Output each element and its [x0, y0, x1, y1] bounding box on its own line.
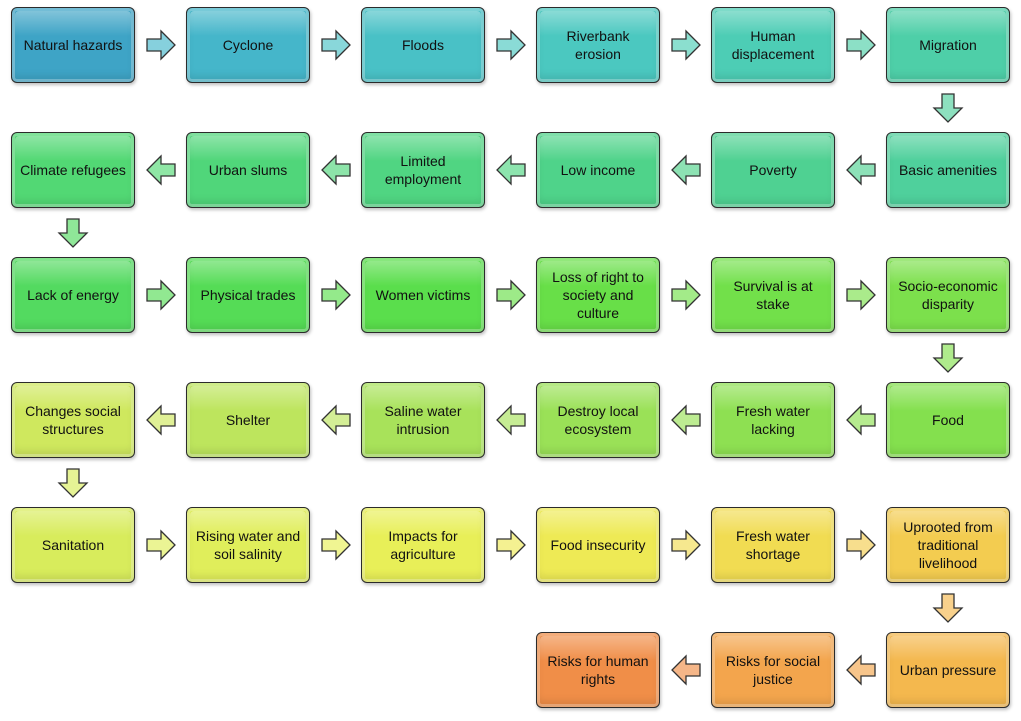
node-label: Urban pressure — [899, 662, 997, 678]
node-food: Food — [886, 382, 1010, 458]
flow-arrow — [145, 154, 176, 186]
node-label: Food insecurity — [550, 537, 646, 553]
node-label: Fresh water shortage — [736, 528, 810, 562]
flow-arrow — [320, 29, 351, 61]
node-climate-refugees: Climate refugees — [11, 132, 135, 208]
flow-arrow — [932, 342, 964, 373]
node-label: Socio-economic disparity — [898, 278, 998, 312]
node-migration: Migration — [886, 7, 1010, 83]
node-fresh-water-shortage: Fresh water shortage — [711, 507, 835, 583]
flow-arrow — [495, 279, 526, 311]
node-impacts-for-agriculture: Impacts for agriculture — [361, 507, 485, 583]
flow-arrow — [495, 404, 526, 436]
node-label: Changes social structures — [25, 403, 121, 437]
flow-arrow — [495, 29, 526, 61]
flow-arrow — [57, 217, 89, 248]
node-label: Food — [932, 412, 964, 428]
node-food-insecurity: Food insecurity — [536, 507, 660, 583]
flow-arrow — [670, 154, 701, 186]
flow-arrow — [320, 529, 351, 561]
node-label: Riverbank erosion — [566, 28, 630, 62]
flow-arrow — [145, 404, 176, 436]
flow-arrow — [495, 529, 526, 561]
node-physical-trades: Physical trades — [186, 257, 310, 333]
flow-arrow — [320, 154, 351, 186]
node-label: Poverty — [749, 162, 797, 178]
node-human-displacement: Human displacement — [711, 7, 835, 83]
node-lack-of-energy: Lack of energy — [11, 257, 135, 333]
flow-arrow — [320, 279, 351, 311]
node-fresh-water-lacking: Fresh water lacking — [711, 382, 835, 458]
flow-arrow — [932, 92, 964, 123]
node-label: Basic amenities — [898, 162, 998, 178]
node-loss-of-right: Loss of right to society and culture — [536, 257, 660, 333]
node-women-victims: Women victims — [361, 257, 485, 333]
node-sanitation: Sanitation — [11, 507, 135, 583]
node-low-income: Low income — [536, 132, 660, 208]
node-socio-economic-disparity: Socio-economic disparity — [886, 257, 1010, 333]
node-label: Floods — [401, 37, 445, 53]
node-label: Rising water and soil salinity — [195, 528, 301, 562]
node-floods: Floods — [361, 7, 485, 83]
flow-arrow — [845, 29, 876, 61]
node-label: Risks for social justice — [725, 653, 821, 687]
flow-arrow — [320, 404, 351, 436]
node-label: Lack of energy — [27, 287, 119, 303]
node-label: Saline water intrusion — [384, 403, 462, 437]
flow-arrow — [845, 154, 876, 186]
flow-arrow — [845, 404, 876, 436]
flow-arrow — [495, 154, 526, 186]
node-label: Shelter — [225, 412, 271, 428]
node-label: Human displacement — [731, 28, 815, 62]
node-basic-amenities: Basic amenities — [886, 132, 1010, 208]
flow-arrow — [845, 529, 876, 561]
node-label: Uprooted from traditional livelihood — [903, 519, 993, 571]
node-label: Fresh water lacking — [736, 403, 810, 437]
flow-arrow — [845, 279, 876, 311]
node-label: Impacts for agriculture — [388, 528, 458, 562]
flow-arrow — [670, 279, 701, 311]
node-natural-hazards: Natural hazards — [11, 7, 135, 83]
flow-arrow — [57, 467, 89, 498]
flow-arrow — [145, 529, 176, 561]
node-label: Low income — [560, 162, 636, 178]
flow-arrow — [145, 279, 176, 311]
node-risks-human-rights: Risks for human rights — [536, 632, 660, 708]
flow-arrow — [670, 404, 701, 436]
flow-arrow — [670, 529, 701, 561]
node-rising-water-salinity: Rising water and soil salinity — [186, 507, 310, 583]
flow-arrow — [932, 592, 964, 623]
flow-arrow — [670, 29, 701, 61]
node-label: Limited employment — [384, 153, 462, 187]
node-label: Sanitation — [41, 537, 105, 553]
node-survival-at-stake: Survival is at stake — [711, 257, 835, 333]
flow-arrow — [845, 654, 876, 686]
node-saline-water-intrusion: Saline water intrusion — [361, 382, 485, 458]
node-label: Survival is at stake — [733, 278, 813, 312]
node-label: Physical trades — [200, 287, 296, 303]
node-destroy-local-ecosystem: Destroy local ecosystem — [536, 382, 660, 458]
node-urban-slums: Urban slums — [186, 132, 310, 208]
node-uprooted-livelihood: Uprooted from traditional livelihood — [886, 507, 1010, 583]
node-label: Risks for human rights — [547, 653, 649, 687]
node-limited-employment: Limited employment — [361, 132, 485, 208]
node-label: Destroy local ecosystem — [557, 403, 639, 437]
node-label: Women victims — [375, 287, 471, 303]
node-label: Loss of right to society and culture — [552, 269, 644, 321]
node-changes-social-structures: Changes social structures — [11, 382, 135, 458]
flow-arrow — [670, 654, 701, 686]
node-label: Climate refugees — [20, 162, 126, 178]
node-poverty: Poverty — [711, 132, 835, 208]
node-riverbank-erosion: Riverbank erosion — [536, 7, 660, 83]
node-cyclone: Cyclone — [186, 7, 310, 83]
node-label: Cyclone — [222, 37, 274, 53]
node-urban-pressure: Urban pressure — [886, 632, 1010, 708]
flow-arrow — [145, 29, 176, 61]
node-shelter: Shelter — [186, 382, 310, 458]
node-label: Natural hazards — [23, 37, 123, 53]
node-risks-social-justice: Risks for social justice — [711, 632, 835, 708]
node-label: Migration — [919, 37, 977, 53]
node-label: Urban slums — [208, 162, 288, 178]
